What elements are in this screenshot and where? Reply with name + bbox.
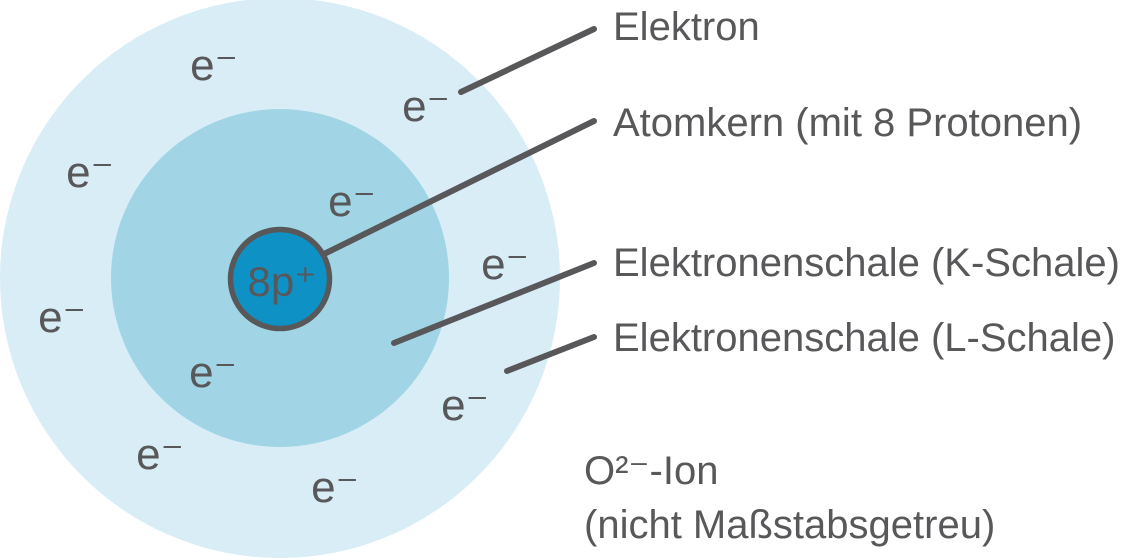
caption: O²⁻-Ion (nicht Maßstabsgetreu) xyxy=(584,444,995,552)
electron-label: e⁻ xyxy=(441,381,489,430)
leader-line-atomkern xyxy=(317,118,597,259)
electron-label: e⁻ xyxy=(311,463,359,512)
caption-note: (nicht Maßstabsgetreu) xyxy=(584,503,996,547)
leader-line-l-schale xyxy=(504,334,597,374)
leader-line-elektron xyxy=(458,26,597,95)
electron-label: e⁻ xyxy=(328,177,376,226)
electron-label: e⁻ xyxy=(38,293,86,342)
electron-label: e⁻ xyxy=(190,41,238,90)
annotation-label-k-schale: Elektronenschale (K-Schale) xyxy=(613,241,1120,285)
electron-label: e⁻ xyxy=(189,348,237,397)
annotation-label-l-schale: Elektronenschale (L-Schale) xyxy=(613,316,1116,360)
electron-label: e⁻ xyxy=(66,148,114,197)
electron-label: e⁻ xyxy=(402,82,450,131)
caption-ion-name: O²⁻-Ion xyxy=(584,449,719,493)
electron-label: e⁻ xyxy=(481,240,529,289)
electron-label: e⁻ xyxy=(136,430,184,479)
annotation-label-elektron: Elektron xyxy=(613,5,760,49)
nucleus-circle xyxy=(227,226,333,332)
annotation-label-atomkern: Atomkern (mit 8 Protonen) xyxy=(613,101,1083,145)
nucleus-label: 8p⁺ xyxy=(247,258,317,305)
leader-line-k-schale xyxy=(391,260,597,346)
